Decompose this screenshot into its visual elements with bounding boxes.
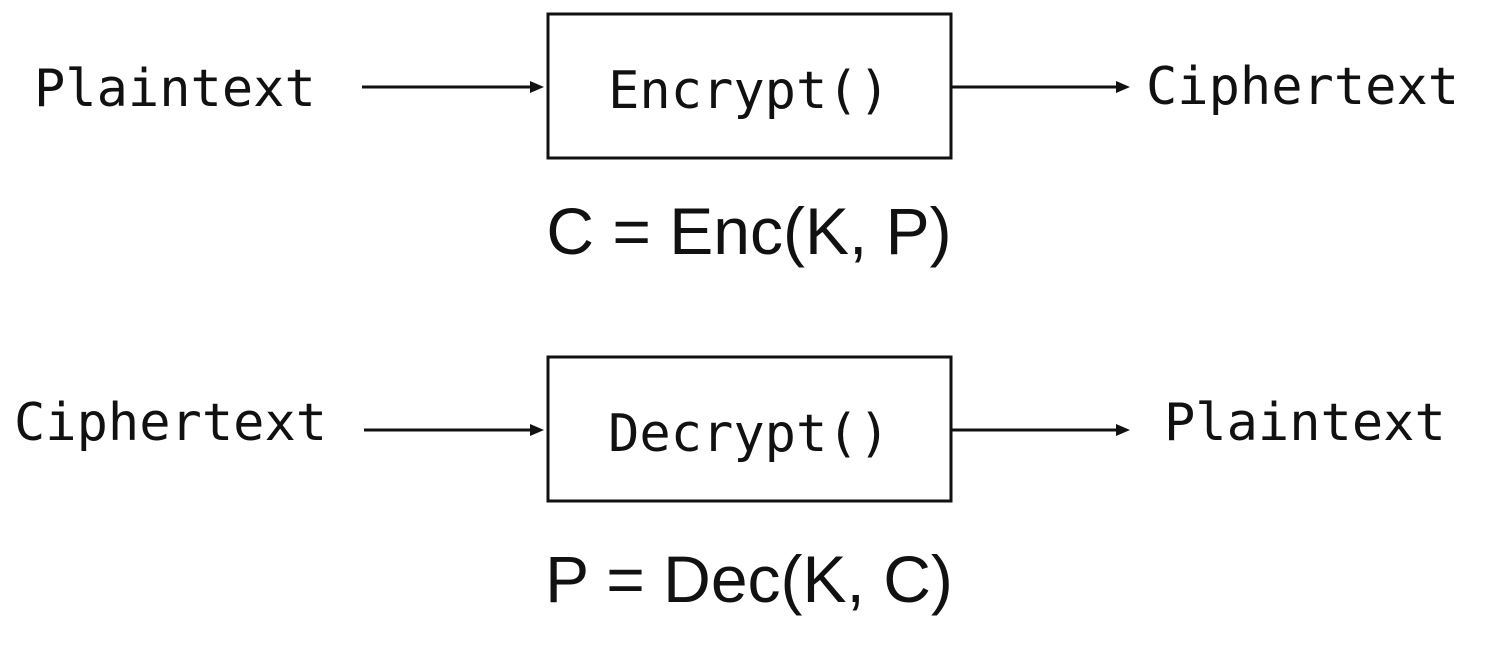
encrypt-output-label: Ciphertext xyxy=(1146,57,1459,117)
encrypt-input-label: Plaintext xyxy=(34,59,316,119)
decrypt-output-arrowhead xyxy=(1116,424,1130,436)
decrypt-box xyxy=(546,355,953,503)
decrypt-box-label: Decrypt() xyxy=(608,404,890,464)
decrypt-input-label: Ciphertext xyxy=(14,393,327,453)
encrypt-formula: C = Enc(K, P) xyxy=(546,194,951,268)
encrypt-row: Plaintext Encrypt() Ciphertext C = Enc(K… xyxy=(34,12,1459,268)
encrypt-output-arrowhead xyxy=(1116,81,1130,93)
decrypt-output-label: Plaintext xyxy=(1164,393,1446,453)
encrypt-box-label: Encrypt() xyxy=(608,61,890,121)
encrypt-input-arrowhead xyxy=(530,81,544,93)
decrypt-formula: P = Dec(K, C) xyxy=(545,542,953,616)
decrypt-input-arrowhead xyxy=(530,424,544,436)
decrypt-row: Ciphertext Decrypt() Plaintext P = Dec(K… xyxy=(14,355,1446,616)
